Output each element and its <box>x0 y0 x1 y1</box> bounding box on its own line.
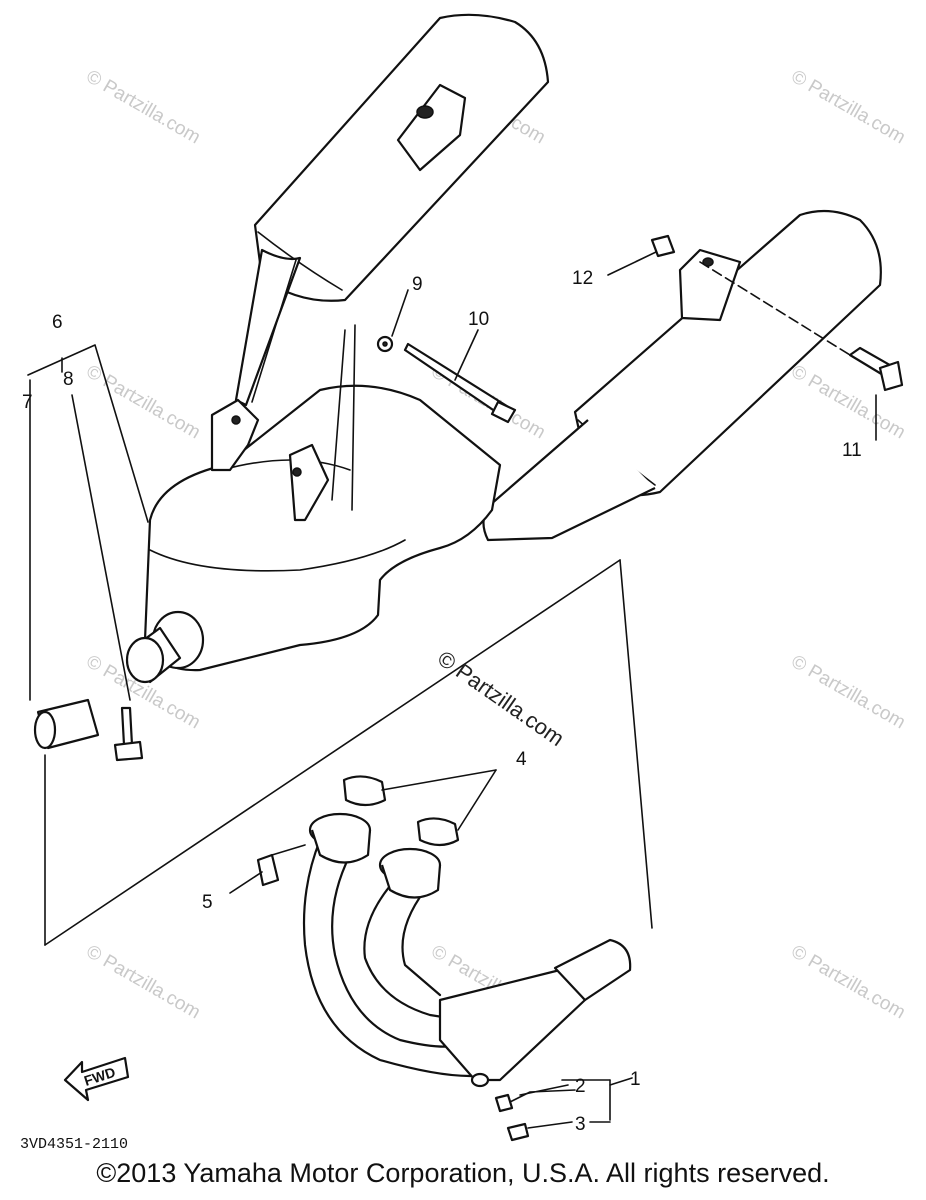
callout-number: 2 <box>575 1076 586 1097</box>
watermark: © Partzilla.com <box>788 941 909 1023</box>
callout-number: 6 <box>52 312 63 333</box>
watermark: © Partzilla.com <box>83 361 204 443</box>
watermark: © Partzilla.com <box>83 941 204 1023</box>
callouts: 1 2 3 4 5 6 7 8 9 10 11 12 <box>22 268 862 1135</box>
callout-number: 10 <box>468 309 489 330</box>
watermark-main: © Partzilla.com <box>433 646 569 752</box>
callout-number: 9 <box>412 274 423 295</box>
part-code: 3VD4351-2110 <box>20 1136 128 1153</box>
leader-lines <box>27 251 877 1129</box>
right-muffler <box>482 209 882 542</box>
silencer-box <box>125 384 502 684</box>
callout-number: 4 <box>516 749 527 770</box>
callout-number: 12 <box>572 268 593 289</box>
watermark: © Partzilla.com <box>788 66 909 148</box>
watermark: © Partzilla.com <box>788 651 909 733</box>
callout-number: 1 <box>630 1069 641 1090</box>
callout-number: 11 <box>842 440 862 461</box>
callout-number: 3 <box>575 1114 586 1135</box>
exhaust-pipes <box>302 812 632 1088</box>
hardware <box>33 234 904 1142</box>
copyright-notice: ©2013 Yamaha Motor Corporation, U.S.A. A… <box>96 1158 830 1188</box>
forward-arrow-icon: FWD <box>63 1056 130 1102</box>
left-muffler <box>234 13 550 407</box>
callout-number: 8 <box>63 369 74 390</box>
callout-number: 7 <box>22 392 33 413</box>
callout-number: 5 <box>202 892 213 913</box>
watermark: © Partzilla.com <box>83 66 204 148</box>
